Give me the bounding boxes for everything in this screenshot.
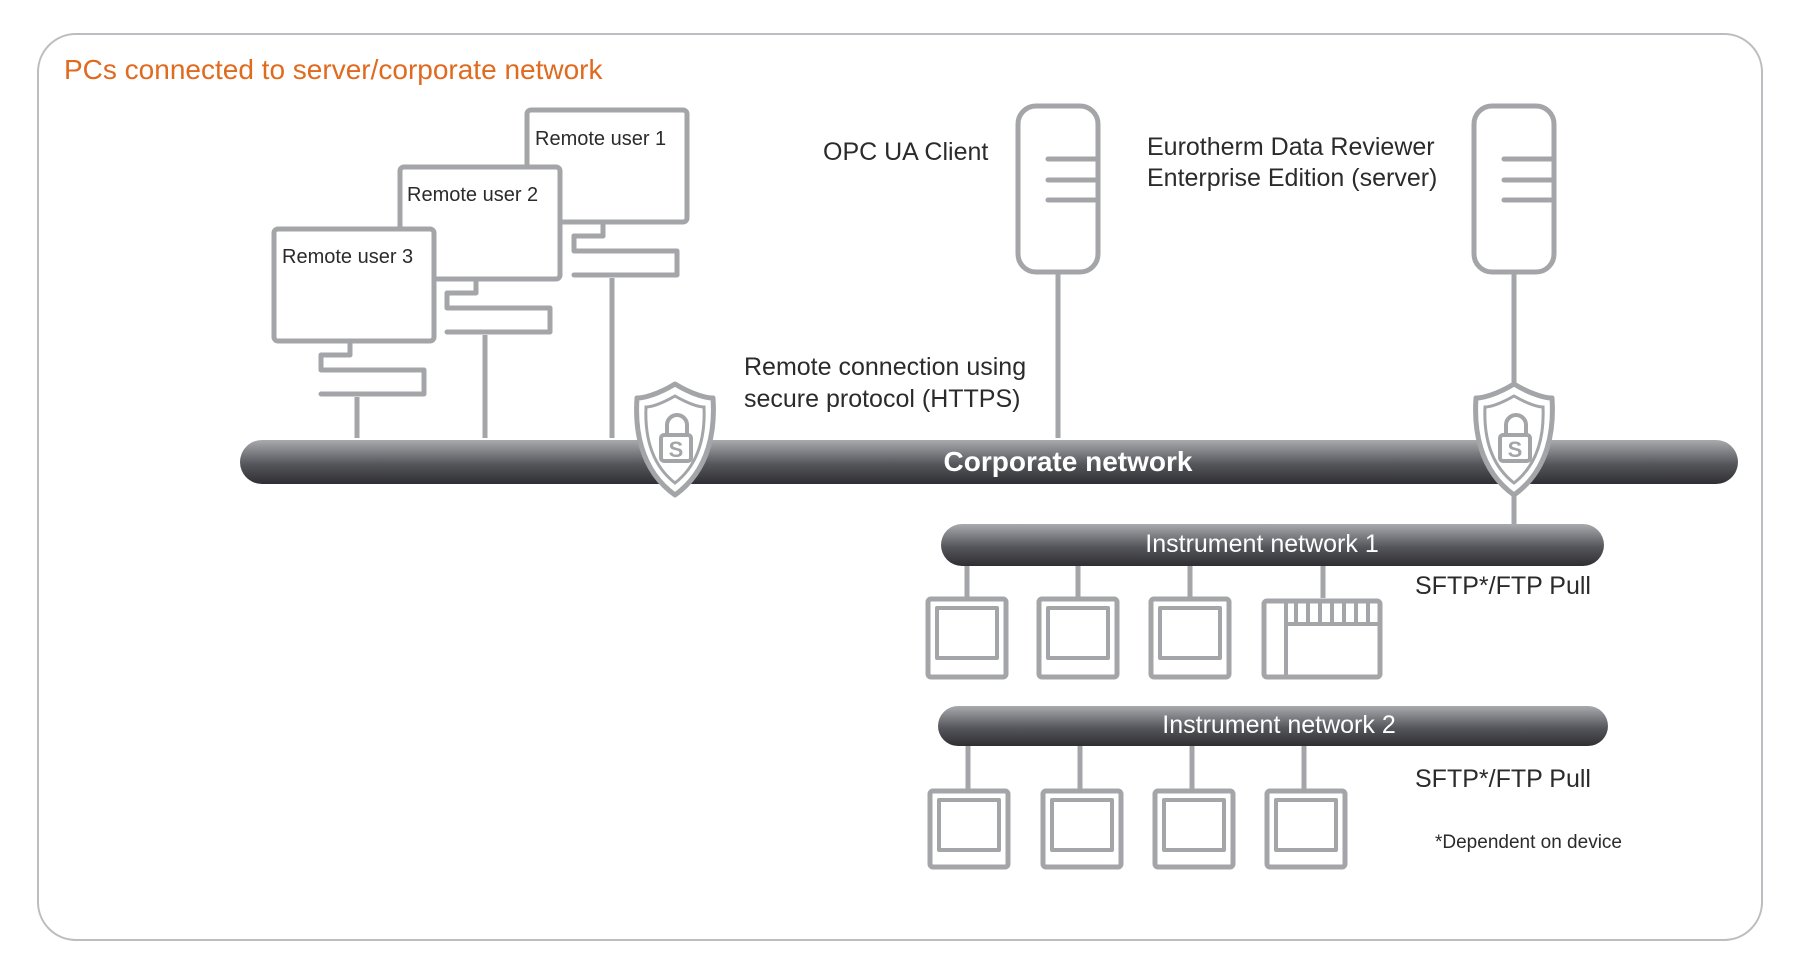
instrument-device xyxy=(927,788,1011,870)
remote-user-1-label: Remote user 1 xyxy=(535,128,666,150)
sftp-label-2: SFTP*/FTP Pull xyxy=(1415,765,1591,793)
monitor-stand xyxy=(444,276,553,335)
instrument-network-2: Instrument network 2 xyxy=(938,706,1608,746)
monitor-stand xyxy=(571,219,680,278)
shield-lock-icon: S xyxy=(634,381,716,498)
monitor-icon xyxy=(1040,788,1124,870)
monitor-icon xyxy=(1148,596,1232,680)
monitor-icon xyxy=(927,788,1011,870)
sftp-label-1: SFTP*/FTP Pull xyxy=(1415,572,1591,600)
svg-text:S: S xyxy=(669,437,684,462)
instrument-network-2-bar xyxy=(938,706,1608,746)
server-icon xyxy=(1015,103,1101,275)
diagram-title: PCs connected to server/corporate networ… xyxy=(64,54,603,85)
data-reviewer-server: Eurotherm Data Reviewer Enterprise Editi… xyxy=(1147,103,1557,390)
monitor-icon xyxy=(925,596,1009,680)
instrument-device xyxy=(925,596,1009,680)
instrument-device xyxy=(1148,596,1232,680)
server-label-line-1: Eurotherm Data Reviewer xyxy=(1147,133,1435,161)
monitor-icon xyxy=(397,164,563,282)
monitor-icon xyxy=(1264,788,1348,870)
keyboard-cable xyxy=(571,219,606,239)
remote-user-3-label: Remote user 3 xyxy=(282,246,413,268)
instrument-network-1-label: Instrument network 1 xyxy=(1145,530,1378,558)
remote-connection-line-2: secure protocol (HTTPS) xyxy=(744,385,1020,413)
svg-text:S: S xyxy=(1508,437,1523,462)
corporate-network-bar xyxy=(240,440,1738,484)
instrument-icon xyxy=(1261,598,1383,680)
instrument-device xyxy=(1152,788,1236,870)
monitor-icon xyxy=(271,226,437,344)
server-icon xyxy=(1471,103,1557,275)
remote-user-2-pc: Remote user 2 xyxy=(397,164,563,335)
shield-lock-icon: S xyxy=(1473,381,1555,498)
remote-user-3-pc: Remote user 3 xyxy=(271,226,437,397)
monitor-stand xyxy=(318,338,427,397)
remote-user-1-pc: Remote user 1 xyxy=(524,107,690,278)
remote-connection-line-1: Remote connection using xyxy=(744,353,1026,381)
opc-ua-client: OPC UA Client xyxy=(823,103,1101,438)
instrument-device xyxy=(1264,788,1348,870)
footnote: *Dependent on device xyxy=(1435,832,1622,853)
instrument-device xyxy=(1040,788,1124,870)
remote-user-2-label: Remote user 2 xyxy=(407,184,538,206)
opc-client-label: OPC UA Client xyxy=(823,138,988,166)
instrument-device xyxy=(1036,596,1120,680)
instrument-network-2-label: Instrument network 2 xyxy=(1162,711,1395,739)
corporate-network-label: Corporate network xyxy=(944,446,1193,477)
corporate-network-bus: Corporate network xyxy=(240,440,1738,484)
monitor-icon xyxy=(1036,596,1120,680)
instrument-network-1-bar xyxy=(941,524,1604,566)
monitor-icon xyxy=(1152,788,1236,870)
diagram-frame xyxy=(37,33,1763,941)
server-label-line-2: Enterprise Edition (server) xyxy=(1147,164,1437,192)
instrument-network-1: Instrument network 1 xyxy=(941,524,1604,566)
